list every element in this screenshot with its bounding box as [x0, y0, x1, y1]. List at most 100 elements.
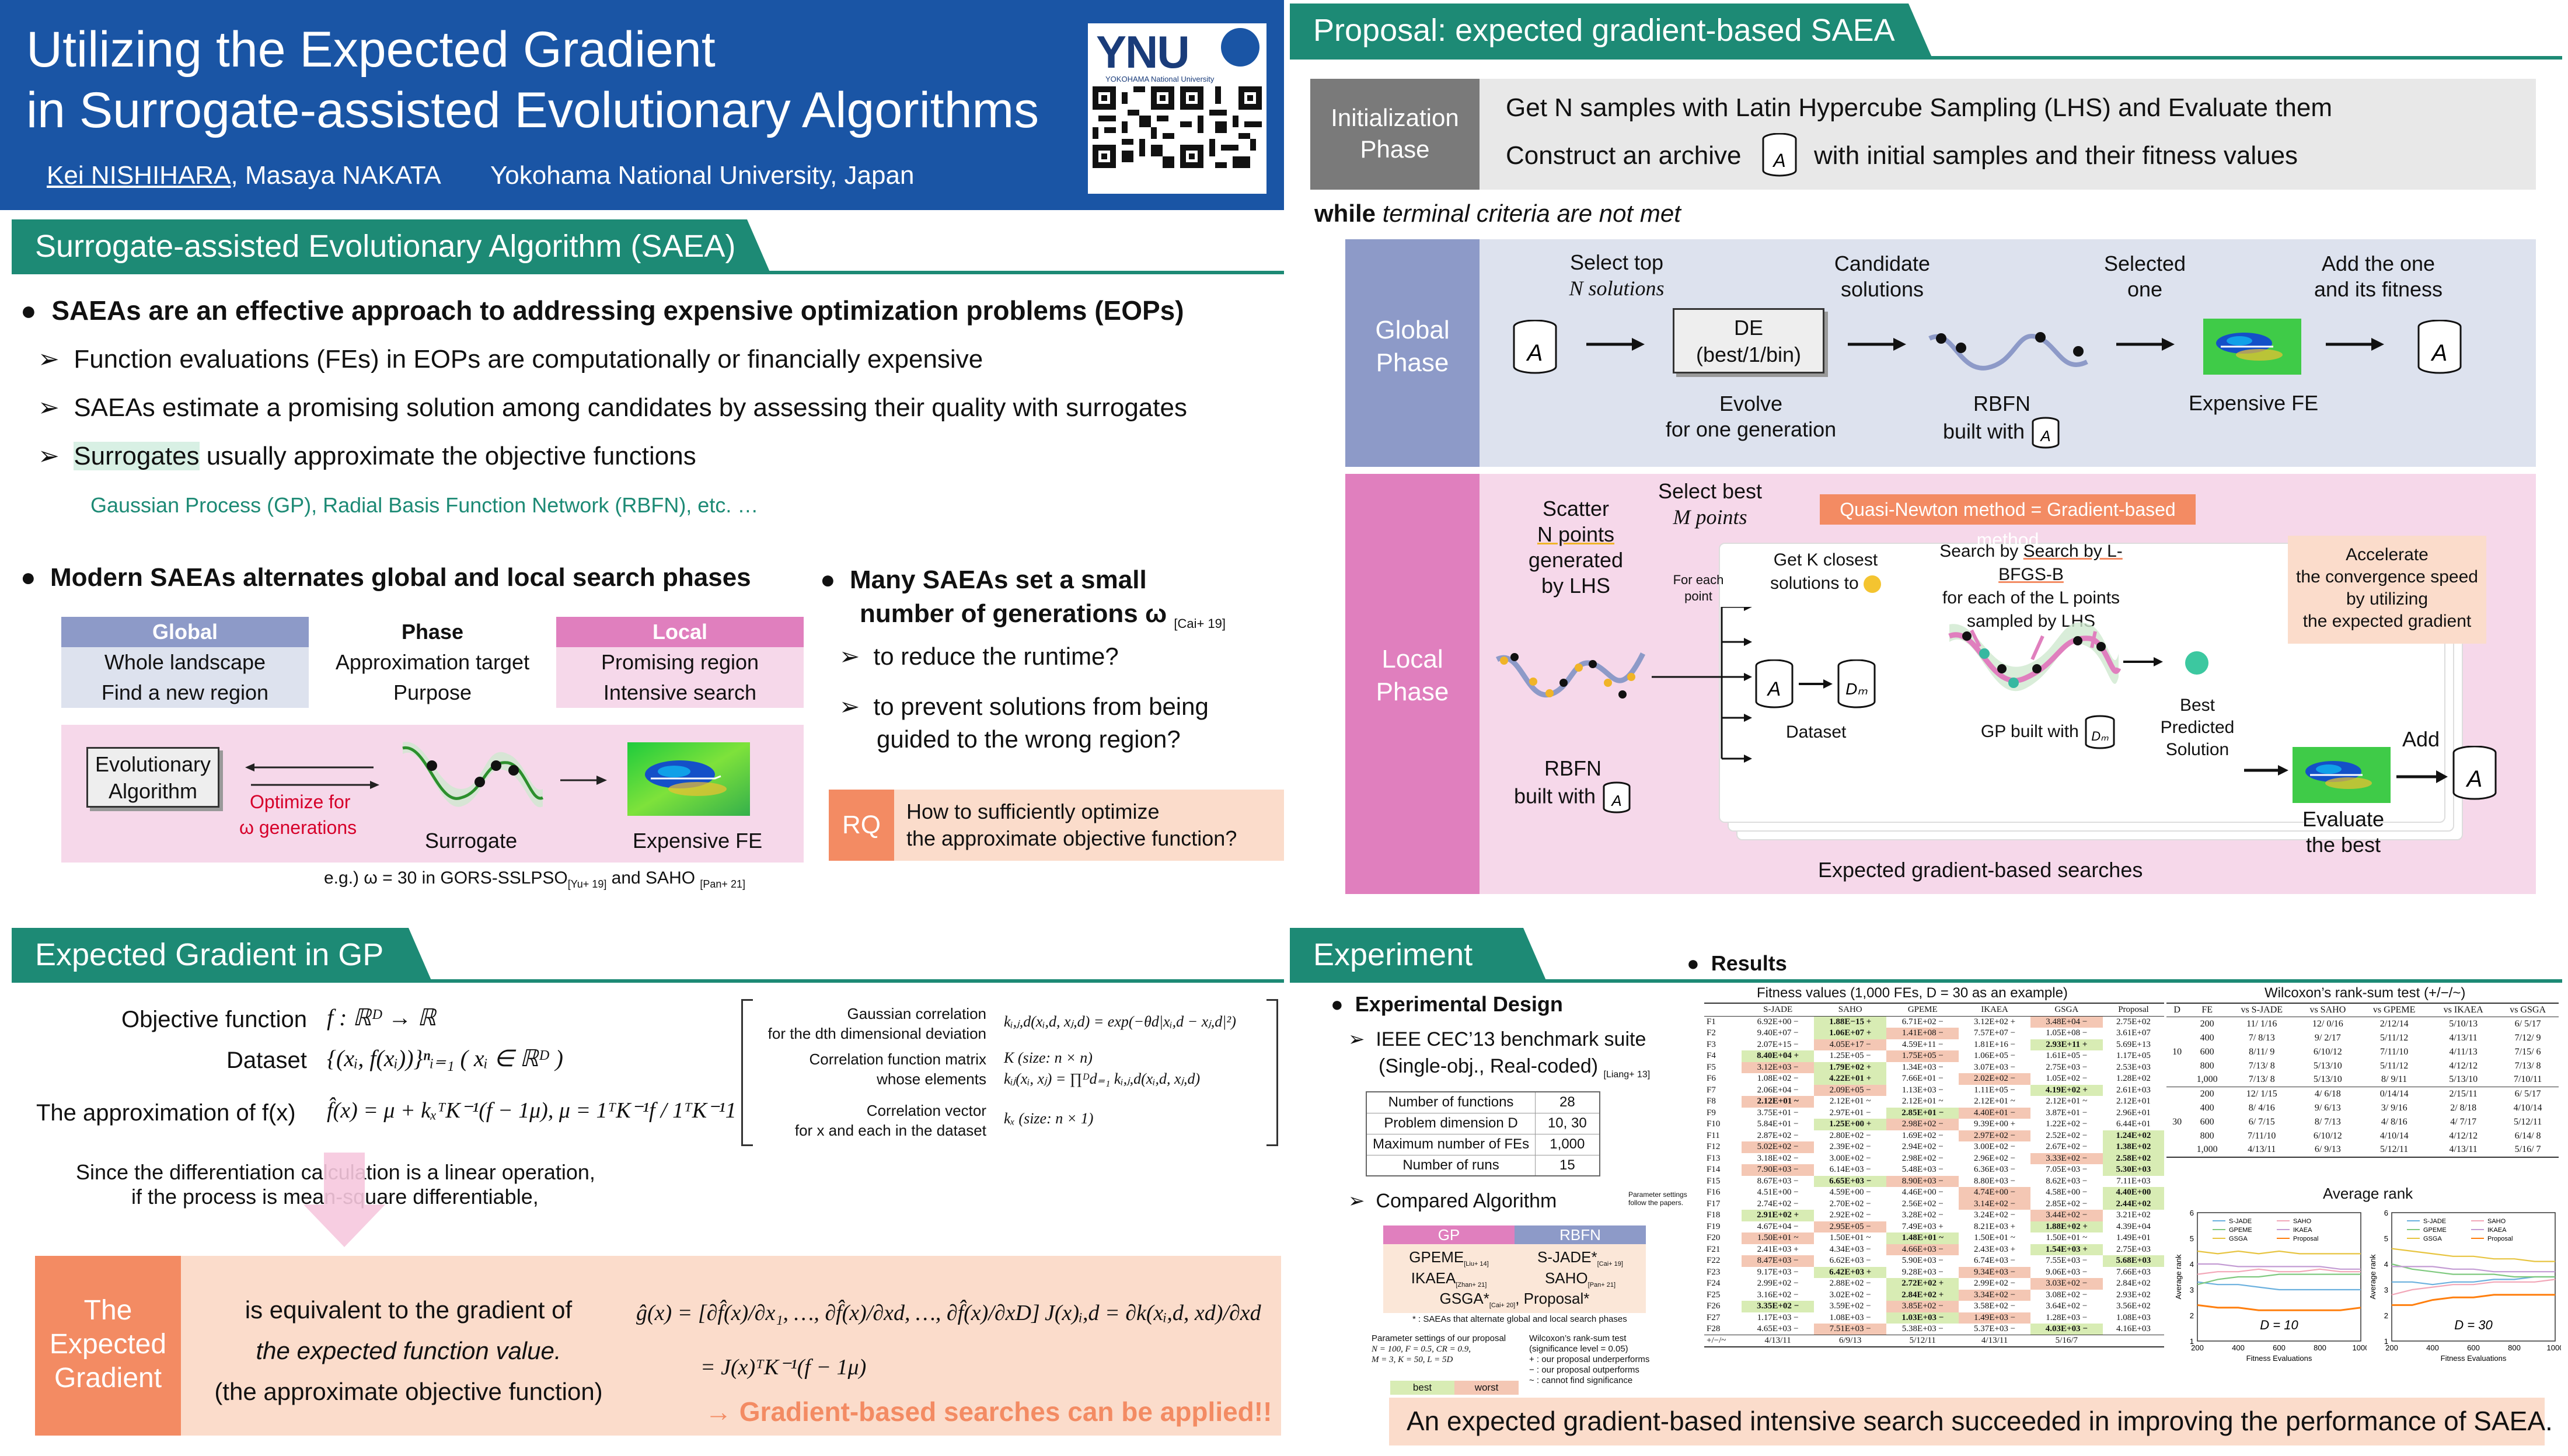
fit-cell: 1.25E+05 −: [1829, 1051, 1871, 1061]
wil-header-cell: vs GSGA: [2497, 1003, 2559, 1017]
fit-cell: 9.34E+03 −: [1959, 1266, 2030, 1278]
rq-line-2: the approximate objective function?: [906, 826, 1237, 850]
fit-cell: 3.85E+02 −: [1886, 1301, 1959, 1312]
fit-cell: 1.50E+01 ~: [2046, 1233, 2088, 1243]
fit-cell: 6.14E+03 −: [1829, 1165, 1871, 1175]
g-expensive-fe: Expensive FE: [2189, 391, 2319, 415]
fit-cell: F12: [1707, 1142, 1721, 1152]
l-gp-symbol: Dₘ: [2091, 729, 2109, 743]
series-line-gpeme: [2391, 1263, 2555, 1278]
quasi-newton-tag: Quasi-Newton method = Gradient-based met…: [1820, 494, 2196, 550]
l-gp-label: GP built with Dₘ: [1955, 715, 2142, 750]
fit-cell: 3.44E+02 −: [2030, 1210, 2103, 1221]
question-2-line-1: to prevent solutions from being: [873, 693, 1209, 720]
approx-math: f̂(x) = μ + kₓᵀK⁻¹(f − 1μ), μ = 1ᵀK⁻¹f /…: [327, 1098, 737, 1123]
series-line-s-jade: [2392, 1276, 2555, 1286]
wil-cell: 600: [2200, 1116, 2214, 1127]
fit-cell: 1.88E+02 +: [2030, 1221, 2103, 1232]
l-cfd-image: [2293, 747, 2391, 803]
fit-cell: F7: [1707, 1085, 1716, 1095]
wil-cell: 4/12/12: [2449, 1130, 2478, 1141]
fit-cell: 2.12E+01 ~: [1901, 1097, 1944, 1106]
fit-cell: 4.40E+01 −: [1959, 1107, 2030, 1119]
wil-cell: 2/15/11: [2430, 1087, 2497, 1101]
saea-sub-2: ➢ SAEAs estimate a promising solution am…: [38, 393, 1187, 422]
l-dataset-symbol: A: [1767, 678, 1781, 700]
corr-1-label-l2: for the dth dimensional deviation: [767, 1025, 986, 1042]
qr-code-paper[interactable]: [1180, 86, 1262, 168]
fit-cell: 5.84E+01 −: [1757, 1119, 1799, 1129]
x-tick-label: 600: [2273, 1343, 2286, 1352]
fit-cell: 4.16E+03: [2116, 1324, 2151, 1333]
ieee-l2: (Single-obj., Real-coded): [1379, 1055, 1599, 1077]
wil-cell: 8/ 4/16: [2248, 1102, 2275, 1113]
fit-cell: 7.66E+03: [2116, 1267, 2151, 1277]
fit-cell: 6.62E+03 −: [1829, 1256, 1871, 1266]
fit-cell: 2.09E+05 −: [1814, 1084, 1887, 1096]
fit-cell: F2: [1707, 1028, 1716, 1038]
exp-design-text: Experimental Design: [1355, 992, 1563, 1016]
fit-cell: 3.59E+02 −: [1829, 1301, 1871, 1311]
y-tick-label: 5: [2190, 1234, 2194, 1243]
wilcoxon-table-title: Wilcoxon’s rank-sum test (+/−/~): [2265, 985, 2466, 1001]
wil-cell: 5/13/10: [2313, 1074, 2342, 1085]
wil-cell: 7/11/10: [2248, 1130, 2276, 1141]
bullet-3-ref: [Cai+ 19]: [1174, 616, 1226, 631]
proposal-section-header: Proposal: expected gradient-based SAEA: [1290, 4, 1932, 57]
g-archive-db-icon: A: [1513, 320, 1557, 374]
l-acc-l1: Accelerate: [2346, 545, 2429, 564]
fit-cell: 4.51E+00 −: [1757, 1188, 1799, 1197]
ieee-ref: [Liang+ 13]: [1603, 1069, 1651, 1080]
legend-best: best: [1390, 1381, 1454, 1395]
gradient-searches-note: → Gradient-based searches can be applied…: [705, 1396, 1272, 1427]
fit-cell: 2.92E+02 −: [1829, 1210, 1871, 1220]
corr-2-math-a: K (size: n × n): [1004, 1049, 1093, 1066]
eg-badge-l1: The: [83, 1295, 132, 1326]
wil-cell: 4/10/14: [2513, 1102, 2542, 1113]
fit-cell: 4.67E+04 −: [1757, 1221, 1799, 1231]
wil-cell: 7/13/ 8: [2248, 1060, 2275, 1071]
l-dataset-db-icon: A: [1755, 659, 1794, 708]
l-branch-arrows: [1652, 607, 1752, 763]
wil-cell: 8/ 7/13: [2314, 1116, 2341, 1127]
fit-cell: 1.54E+03 +: [2030, 1244, 2103, 1255]
fit-cell: 1.49E+01: [2116, 1233, 2151, 1243]
fit-cell: 5.90E+03 −: [1901, 1256, 1944, 1266]
l-lhs-curve: [1495, 652, 1646, 699]
eg-section-header: Expected Gradient in GP: [12, 928, 432, 982]
corr-3-math: kₓ (size: n × 1): [1004, 1110, 1094, 1127]
fit-cell: F6: [1707, 1074, 1716, 1084]
fit-cell: 1.38E+02: [2102, 1141, 2164, 1153]
settings-value: 10, 30: [1535, 1112, 1600, 1134]
rank-chart-d10: 1234562004006008001000Fitness Evaluation…: [2174, 1209, 2367, 1363]
wil-cell: 4/10/14: [2379, 1130, 2409, 1141]
g-arrow-1: [1586, 338, 1645, 351]
qr-code-mail[interactable]: [1093, 86, 1174, 168]
local-l1: Local: [1381, 645, 1443, 673]
fit-cell: 2.02E+02 −: [1959, 1073, 2030, 1085]
wil-cell: 800: [2200, 1060, 2214, 1071]
fit-cell: 1.24E+02: [2102, 1130, 2164, 1141]
saea-sub-3-text: usually approximate the objective functi…: [199, 442, 696, 470]
expensive-fe-label: Expensive FE: [633, 829, 763, 853]
fit-cell: 4.22E+01 +: [1814, 1073, 1887, 1085]
fit-cell: 6/9/13: [1814, 1335, 1887, 1347]
wil-cell: 7/10/11: [2513, 1074, 2542, 1085]
archive-db-icon-init: A: [1762, 133, 1797, 177]
legend-label: Proposal: [2487, 1235, 2513, 1242]
qr-mail-label: Mail: [1119, 173, 1141, 186]
l-best-l1: Best: [2179, 696, 2215, 715]
l-scatter-l1: Scatter: [1542, 497, 1610, 521]
saea-sub-3: ➢ Surrogates usually approximate the obj…: [38, 442, 696, 470]
fit-cell: 2.94E+02 −: [1901, 1142, 1944, 1152]
l-acc-l4: the expected gradient: [2302, 612, 2472, 631]
cmp-gp-header: GP: [1383, 1225, 1515, 1244]
